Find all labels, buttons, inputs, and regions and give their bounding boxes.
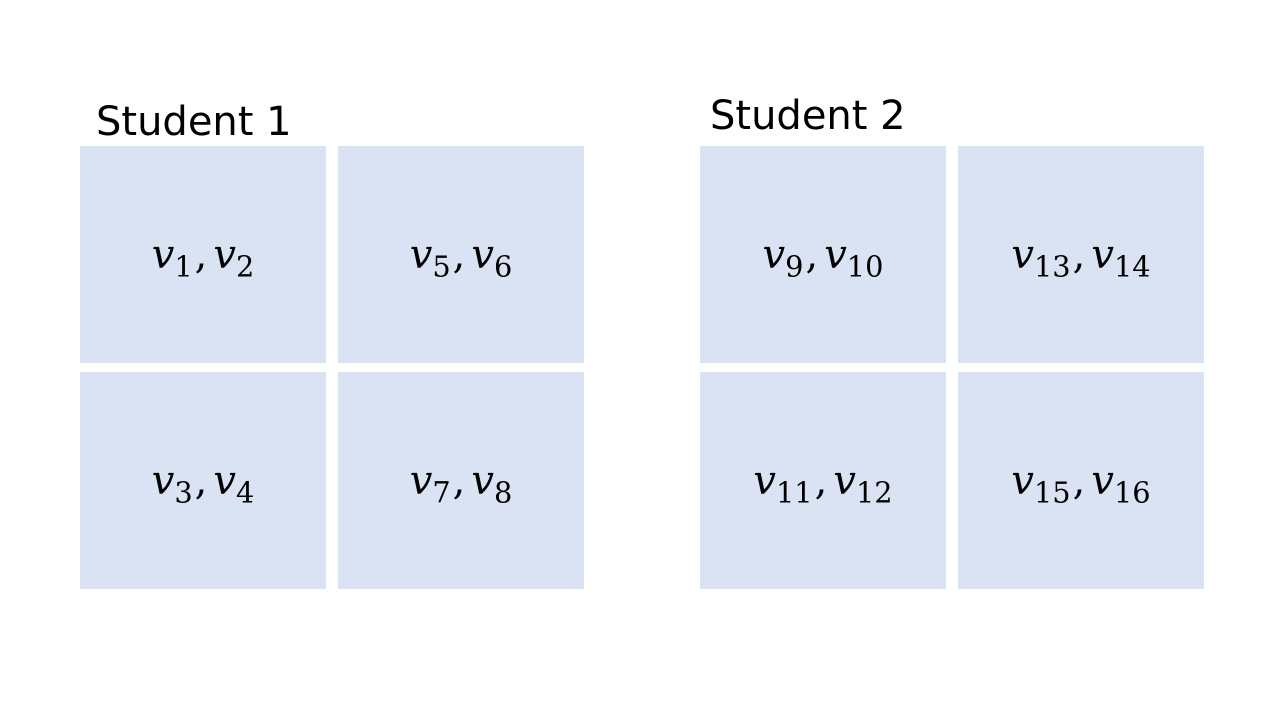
student-2-cell-top-right: v13,v14 <box>958 146 1204 363</box>
student-1-cell-bottom-right: v7,v8 <box>338 372 584 589</box>
student-2-cell-bottom-left: v11,v12 <box>700 372 946 589</box>
cell-label: v15,v16 <box>1011 457 1151 510</box>
cell-label: v11,v12 <box>753 457 893 510</box>
student-1-cell-top-left: v1,v2 <box>80 146 326 363</box>
student-2-cell-bottom-right: v15,v16 <box>958 372 1204 589</box>
student-1-title: Student 1 <box>96 99 292 145</box>
cell-label: v1,v2 <box>151 231 255 284</box>
cell-label: v5,v6 <box>409 231 513 284</box>
cell-label: v3,v4 <box>151 457 255 510</box>
student-1-cell-bottom-left: v3,v4 <box>80 372 326 589</box>
student-2-cell-top-left: v9,v10 <box>700 146 946 363</box>
cell-label: v9,v10 <box>762 231 884 284</box>
student-1-cell-top-right: v5,v6 <box>338 146 584 363</box>
cell-label: v13,v14 <box>1011 231 1151 284</box>
cell-label: v7,v8 <box>409 457 513 510</box>
student-2-title: Student 2 <box>710 93 906 139</box>
